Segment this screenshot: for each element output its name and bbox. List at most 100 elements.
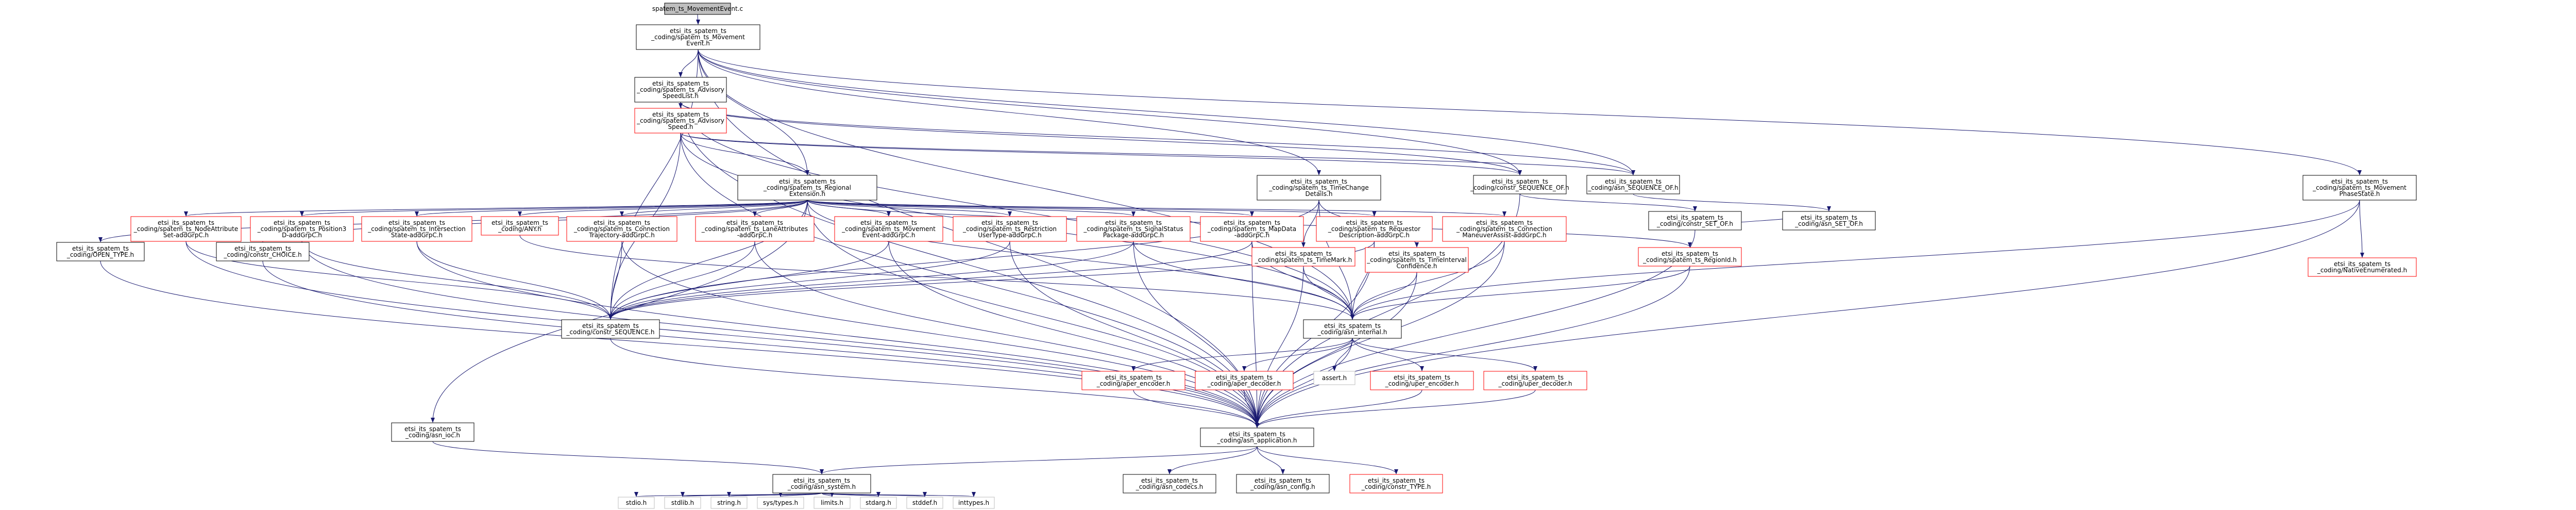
edge-asl-to-cseqof bbox=[680, 102, 1522, 175]
node-re[interactable]: etsi_its_spatem_ts_coding/spatem_ts_Regi… bbox=[737, 175, 877, 201]
node-me[interactable]: etsi_its_spatem_ts_coding/spatem_ts_Move… bbox=[636, 24, 760, 50]
node-box bbox=[566, 216, 677, 242]
node-internal[interactable]: etsi_its_spatem_ts_coding/asn_internal.h bbox=[1303, 319, 1402, 339]
node-label-line: stdio.h bbox=[626, 499, 647, 506]
node-constrtype[interactable]: etsi_its_spatem_ts_coding/constr_TYPE.h bbox=[1349, 474, 1443, 493]
node-regid[interactable]: etsi_its_spatem_ts_coding/spatem_ts_Regi… bbox=[1638, 247, 1742, 267]
node-asnsys[interactable]: etsi_its_spatem_ts_coding/asn_system.h bbox=[772, 474, 871, 493]
node-anyh[interactable]: etsi_its_spatem_ts_coding/ANY.h bbox=[481, 216, 559, 236]
node-label-line: etsi_its_spatem_ts bbox=[1224, 219, 1280, 226]
edge-re-to-mapdata bbox=[807, 200, 1254, 217]
node-box bbox=[757, 497, 804, 509]
node-asncodecs[interactable]: etsi_its_spatem_ts_coding/asn_codecs.h bbox=[1123, 474, 1216, 493]
node-box bbox=[391, 422, 474, 442]
node-label-line: etsi_its_spatem_ts bbox=[582, 322, 639, 330]
node-csetof[interactable]: etsi_its_spatem_ts_coding/constr_SET_OF.… bbox=[1648, 211, 1742, 231]
node-asnioc[interactable]: etsi_its_spatem_ts_coding/asn_ioc.h bbox=[391, 422, 474, 442]
edge-mps-to-internal bbox=[1350, 200, 2360, 320]
node-label-line: inttypes.h bbox=[958, 499, 989, 506]
node-stdio: stdio.h bbox=[618, 497, 655, 509]
node-label-line: etsi_its_spatem_ts bbox=[1141, 477, 1198, 484]
edge-internal-to-asnapp bbox=[1255, 338, 1353, 428]
node-nenum[interactable]: etsi_its_spatem_ts_coding/NativeEnumerat… bbox=[2308, 257, 2417, 277]
node-label-line: stdarg.h bbox=[866, 499, 891, 506]
node-nodeattr[interactable]: etsi_its_spatem_ts_coding/spatem_ts_Node… bbox=[130, 216, 242, 242]
node-box bbox=[1081, 371, 1185, 390]
node-as[interactable]: etsi_its_spatem_ts_coding/spatem_ts_Advi… bbox=[634, 108, 727, 134]
node-asetof[interactable]: etsi_its_spatem_ts_coding/asn_SET_OF.h bbox=[1782, 211, 1876, 231]
node-conntraj[interactable]: etsi_its_spatem_ts_coding/spatem_ts_Conn… bbox=[566, 216, 677, 242]
node-label-line: Extension.h bbox=[789, 190, 825, 198]
node-aseqof[interactable]: etsi_its_spatem_ts_coding/asn_SEQUENCE_O… bbox=[1586, 175, 1680, 194]
node-connman[interactable]: etsi_its_spatem_ts_coding/spatem_ts_Conn… bbox=[1442, 216, 1567, 242]
node-box bbox=[1349, 474, 1443, 493]
edge-regid-to-internal bbox=[1350, 266, 1690, 320]
edge-re-to-conntraj bbox=[620, 200, 808, 217]
edge-me-to-cseqof bbox=[698, 49, 1522, 175]
node-cchoice[interactable]: etsi_its_spatem_ts_coding/constr_CHOICE.… bbox=[216, 242, 310, 261]
node-box bbox=[953, 497, 995, 509]
node-label-line: _coding/spatem_ts_Connection bbox=[1456, 225, 1552, 233]
node-tcd[interactable]: etsi_its_spatem_ts_coding/spatem_ts_Time… bbox=[1257, 175, 1381, 201]
node-label-line: _coding/uper_decoder.h bbox=[1498, 380, 1572, 387]
edge-mapdata-to-asnapp bbox=[1251, 241, 1259, 428]
node-box bbox=[1195, 371, 1294, 390]
node-label-line: State-addGrpC.h bbox=[391, 232, 443, 239]
edge-me-to-re bbox=[698, 49, 809, 175]
node-label-line: _coding/constr_SEQUENCE.h bbox=[566, 328, 655, 336]
node-root[interactable]: spatem_ts_MovementEvent.c bbox=[652, 3, 743, 15]
node-timeconf[interactable]: etsi_its_spatem_ts_coding/spatem_ts_Time… bbox=[1365, 247, 1469, 273]
node-asnapp[interactable]: etsi_its_spatem_ts_coding/asn_applicatio… bbox=[1200, 427, 1314, 447]
node-label-line: _coding/spatem_ts_Regional bbox=[763, 184, 851, 191]
node-box bbox=[1483, 371, 1587, 390]
node-box bbox=[1236, 474, 1330, 493]
node-label-line: Confidence.h bbox=[1397, 262, 1437, 270]
node-label-line: spatem_ts_MovementEvent.c bbox=[652, 5, 743, 12]
node-aperenc[interactable]: etsi_its_spatem_ts_coding/aper_encoder.h bbox=[1081, 371, 1185, 390]
node-label-line: etsi_its_spatem_ts bbox=[652, 111, 709, 118]
node-timemark[interactable]: etsi_its_spatem_ts_coding/spatem_ts_Time… bbox=[1251, 247, 1355, 267]
node-label-line: _coding/spatem_ts_TimeInterval bbox=[1366, 256, 1466, 264]
edge-asnsys-to-systypes bbox=[778, 491, 822, 497]
node-label-line: etsi_its_spatem_ts bbox=[1605, 178, 1662, 185]
node-label-line: _coding/spatem_ts_Requestor bbox=[1328, 225, 1420, 233]
node-aperdec[interactable]: etsi_its_spatem_ts_coding/aper_decoder.h bbox=[1195, 371, 1294, 390]
edge-re-to-pos3d bbox=[300, 200, 808, 217]
node-reqdesc[interactable]: etsi_its_spatem_ts_coding/spatem_ts_Requ… bbox=[1316, 216, 1433, 242]
node-label-line: _coding/spatem_ts_TimeChange bbox=[1268, 184, 1368, 191]
edge-internal-to-aperdec bbox=[1242, 338, 1353, 371]
edge-as-to-aseqof bbox=[680, 133, 1635, 175]
node-label-line: etsi_its_spatem_ts bbox=[793, 477, 850, 484]
node-mps[interactable]: etsi_its_spatem_ts_coding/spatem_ts_Move… bbox=[2302, 175, 2417, 201]
edge-pos3d-to-asnapp bbox=[301, 241, 1259, 428]
node-label-line: _coding/asn_system.h bbox=[787, 483, 856, 490]
edge-restr-to-asnapp bbox=[1009, 241, 1259, 428]
node-box bbox=[1586, 175, 1680, 194]
edge-asnapp-to-asncodecs bbox=[1167, 446, 1258, 474]
node-restr[interactable]: etsi_its_spatem_ts_coding/spatem_ts_Rest… bbox=[953, 216, 1067, 242]
node-cseqof[interactable]: etsi_its_spatem_ts_coding/constr_SEQUENC… bbox=[1470, 175, 1569, 194]
edge-asl-to-asnapp bbox=[680, 102, 1259, 428]
node-sigstat[interactable]: etsi_its_spatem_ts_coding/spatem_ts_Sign… bbox=[1076, 216, 1191, 242]
node-label-line: etsi_its_spatem_ts bbox=[981, 219, 1038, 226]
node-label-line: etsi_its_spatem_ts bbox=[2334, 260, 2391, 268]
node-asl[interactable]: etsi_its_spatem_ts_coding/spatem_ts_Advi… bbox=[634, 77, 727, 103]
node-label-line: _coding/spatem_ts_Advisory bbox=[636, 117, 724, 124]
node-intstate[interactable]: etsi_its_spatem_ts_coding/spatem_ts_Inte… bbox=[361, 216, 472, 242]
edge-cseq-to-asnapp bbox=[610, 338, 1259, 428]
node-uperdec[interactable]: etsi_its_spatem_ts_coding/uper_decoder.h bbox=[1483, 371, 1587, 390]
node-asnconfig[interactable]: etsi_its_spatem_ts_coding/asn_config.h bbox=[1236, 474, 1330, 493]
node-label-line: _coding/aper_encoder.h bbox=[1096, 380, 1171, 387]
node-mevgrp[interactable]: etsi_its_spatem_ts_coding/spatem_ts_Move… bbox=[834, 216, 943, 242]
node-cseq[interactable]: etsi_its_spatem_ts_coding/constr_SEQUENC… bbox=[561, 319, 660, 339]
edge-opentype-to-asnapp bbox=[100, 260, 1259, 428]
node-label-line: _coding/spatem_ts_TimeMark.h bbox=[1255, 256, 1352, 264]
node-opentype[interactable]: etsi_its_spatem_ts_coding/OPEN_TYPE.h bbox=[56, 242, 145, 261]
node-label-line: _coding/spatem_ts_Intersection bbox=[367, 225, 466, 233]
edge-regid-to-asnapp bbox=[1255, 266, 1690, 428]
edge-asnapp-to-constrtype bbox=[1257, 446, 1398, 474]
node-uperenc[interactable]: etsi_its_spatem_ts_coding/uper_encoder.h bbox=[1370, 371, 1474, 390]
node-mapdata[interactable]: etsi_its_spatem_ts_coding/spatem_ts_MapD… bbox=[1200, 216, 1304, 242]
node-pos3d[interactable]: etsi_its_spatem_ts_coding/spatem_ts_Posi… bbox=[250, 216, 354, 242]
node-laneattr[interactable]: etsi_its_spatem_ts_coding/spatem_ts_Lane… bbox=[695, 216, 815, 242]
